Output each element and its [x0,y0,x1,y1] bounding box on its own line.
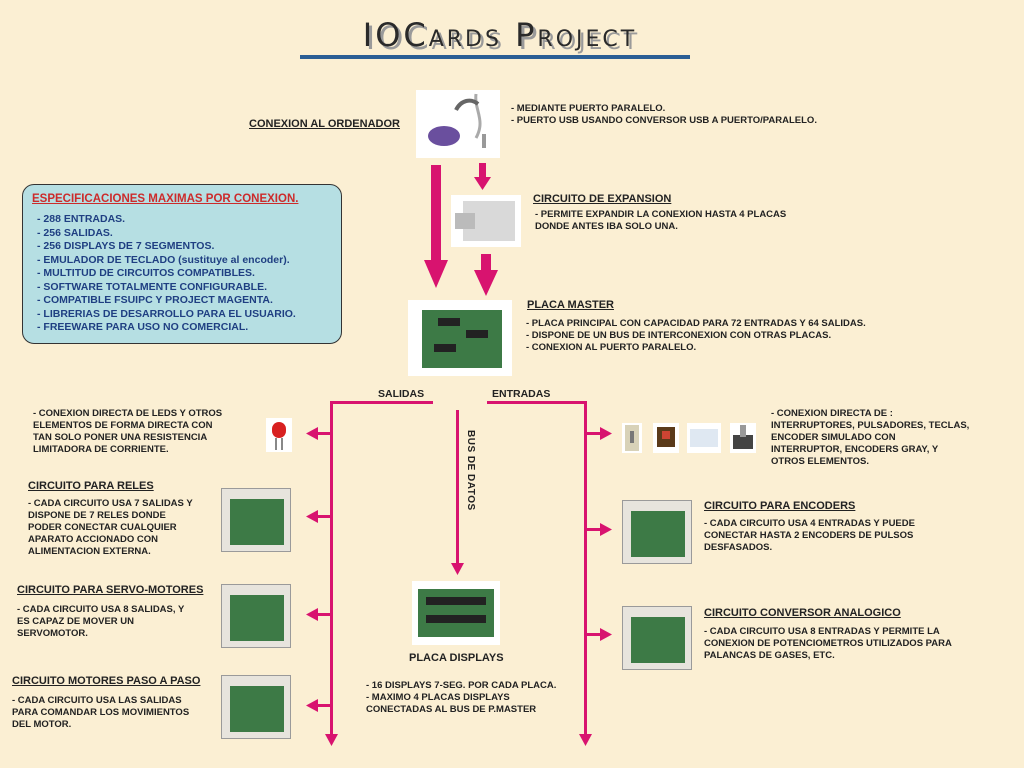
salidas-top-bar [330,401,433,404]
connection-notes: - MEDIANTE PUERTO PARALELO. - PUERTO USB… [511,103,817,126]
displays-label: PLACA DISPLAYS [409,652,504,664]
keypad-image [687,423,721,453]
arrow-pc-expansion [479,163,486,177]
master-board-image [408,300,512,376]
arrow-pc-master-head [424,260,448,288]
encoders-notes: - CADA CIRCUITO USA 4 ENTRADAS Y PUEDE C… [704,518,915,553]
title-underline [300,55,690,59]
arrow-to-inputs [600,427,612,440]
expansion-notes: - PERMITE EXPANDIR LA CONEXION HASTA 4 P… [535,209,787,232]
paso-notes: - CADA CIRCUITO USA LAS SALIDAS PARA COM… [12,695,190,730]
usb-adapter-icon [428,93,486,148]
servo-label: CIRCUITO PARA SERVO-MOTORES [17,584,204,596]
specs-item: - LIBRERIAS DE DESARROLLO PARA EL USUARI… [37,307,296,320]
master-notes: - PLACA PRINCIPAL CON CAPACIDAD PARA 72 … [526,318,866,353]
servo-board-image [221,584,291,648]
leds-notes: - CONEXION DIRECTA DE LEDS Y OTROS ELEME… [33,408,223,455]
pushbutton-image [653,423,679,453]
toggle-switch-icon [625,425,639,451]
specs-item: - EMULADOR DE TECLADO (sustituye al enco… [37,253,290,266]
reles-label: CIRCUITO PARA RELES [28,480,154,492]
entradas-label: ENTRADAS [492,388,551,400]
master-board-icon [422,310,502,368]
arrow-expansion-master [481,254,491,270]
specs-item: - SOFTWARE TOTALMENTE CONFIGURABLE. [37,280,268,293]
expansion-board-icon [455,201,515,241]
specs-item: - MULTITUD DE CIRCUITOS COMPATIBLES. [37,267,255,279]
specs-item: - 256 SALIDAS. [37,226,113,239]
specs-item: - 256 DISPLAYS DE 7 SEGMENTOS. [37,240,215,252]
led-image [266,418,292,452]
bus-line [456,410,459,565]
reles-notes: - CADA CIRCUITO USA 7 SALIDAS Y DISPONE … [28,498,193,557]
arrow-to-leds [306,427,318,440]
encoders-label: CIRCUITO PARA ENCODERS [704,500,856,512]
analog-board-image [622,606,692,670]
expansion-board-image [451,195,521,247]
encoders-board-image [622,500,692,564]
led-icon [272,422,286,450]
expansion-label: CIRCUITO DE EXPANSION [533,193,672,205]
arrow-to-encoders [600,523,612,536]
page-title: IOCards Project [362,16,638,54]
servo-notes: - CADA CIRCUITO USA 8 SALIDAS, Y ES CAPA… [17,604,185,639]
analog-label: CIRCUITO CONVERSOR ANALOGICO [704,607,901,619]
arrow-to-analog [600,628,612,641]
displays-board-image [412,581,500,645]
switch-image [622,423,642,453]
reles-board-image [221,488,291,552]
bus-line-head [451,563,464,575]
bus-label: BUS DE DATOS [465,430,476,511]
arrow-to-paso [306,699,318,712]
analog-notes: - CADA CIRCUITO USA 8 ENTRADAS Y PERMITE… [704,626,952,661]
entradas-line [584,401,587,736]
specs-item: - COMPATIBLE FSUIPC Y PROJECT MAGENTA. [37,294,273,306]
encoder-icon [733,425,753,449]
salidas-line [330,401,333,736]
specs-item: - FREEWARE PARA USO NO COMERCIAL. [37,321,249,333]
connection-label: CONEXION AL ORDENADOR [249,118,400,130]
master-label: PLACA MASTER [527,299,614,311]
encoder-image [730,423,756,453]
pushbutton-icon [657,427,675,447]
arrow-pc-master [431,165,441,260]
usb-adapter-image [416,90,500,158]
specs-list: - 288 ENTRADAS. - 256 SALIDAS. - 256 DIS… [37,213,296,335]
arrow-pc-expansion-head [474,177,491,190]
specs-title: ESPECIFICACIONES MAXIMAS POR CONEXION. [32,193,299,205]
entradas-line-head [579,734,592,746]
arrow-to-servo [306,608,318,621]
keypad-icon [690,429,718,447]
salidas-line-head [325,734,338,746]
displays-board-icon [418,589,494,637]
displays-notes: - 16 DISPLAYS 7-SEG. POR CADA PLACA. - M… [366,680,557,715]
specs-item: - 288 ENTRADAS. [37,213,126,225]
paso-label: CIRCUITO MOTORES PASO A PASO [12,675,201,687]
arrow-to-reles [306,510,318,523]
specs-panel: ESPECIFICACIONES MAXIMAS POR CONEXION. -… [22,184,342,344]
salidas-label: SALIDAS [378,388,425,400]
paso-board-image [221,675,291,739]
arrow-expansion-master-head [474,270,498,296]
entradas-top-bar [487,401,587,404]
inputs-notes: - CONEXION DIRECTA DE : INTERRUPTORES, P… [771,408,970,467]
